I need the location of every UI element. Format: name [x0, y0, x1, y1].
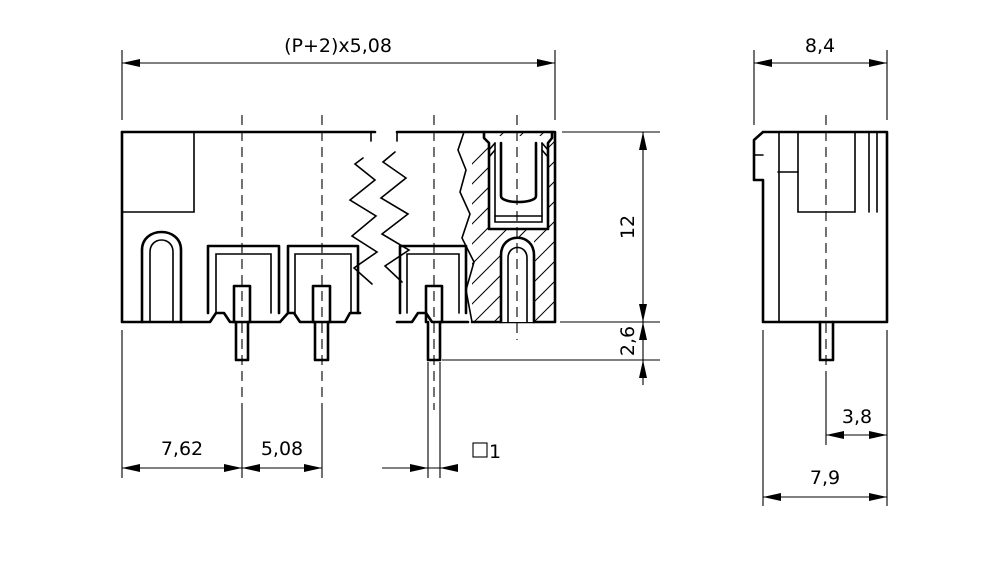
side-housing-outline: [752, 130, 889, 324]
break-lines: [348, 131, 411, 285]
side-dimensions: 8,4 3,8 7,9: [753, 35, 888, 506]
dim-total-width: (P+2)x5,08: [284, 35, 392, 57]
pins: [232, 284, 444, 362]
dim-pitch: 5,08: [261, 438, 303, 460]
front-dimensions: (P+2)x5,08 12 2,6 7,62 5,08: [121, 35, 660, 478]
dim-edge-to-pin: 7,62: [161, 438, 203, 460]
housing-outline-left: [120, 130, 377, 324]
dim-pin-length: 2,6: [617, 326, 639, 356]
side-view: 8,4 3,8 7,9: [752, 35, 889, 506]
dim-depth: 8,4: [805, 35, 835, 57]
dim-pin-square: 1: [489, 441, 501, 463]
dim-base-depth: 7,9: [810, 467, 840, 489]
front-view: (P+2)x5,08 12 2,6 7,62 5,08: [120, 35, 660, 478]
center-lines: [241, 115, 518, 410]
square-symbol: [472, 442, 488, 458]
dim-height: 12: [617, 215, 639, 239]
dim-pin-offset: 3,8: [842, 406, 872, 428]
